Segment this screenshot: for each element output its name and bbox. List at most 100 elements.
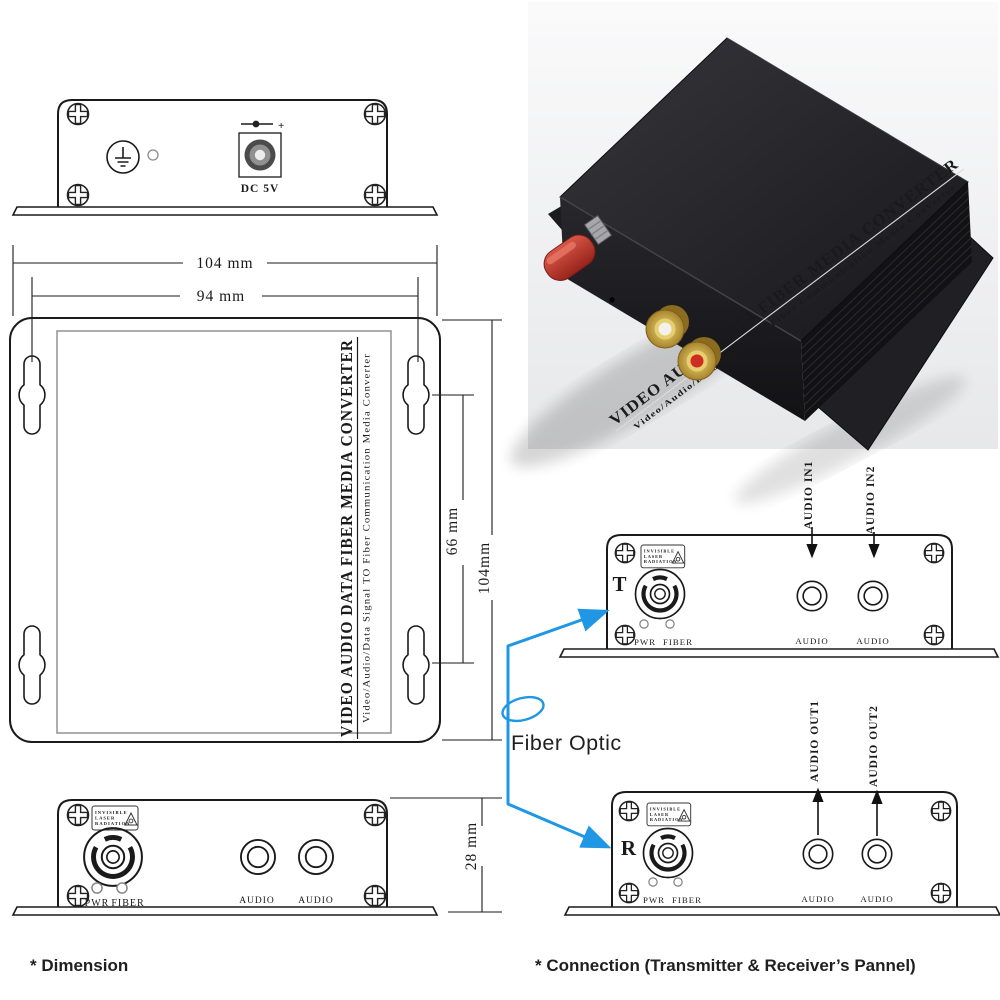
audio-jack-icon — [240, 839, 276, 875]
fiber-label: FIBER — [672, 895, 702, 905]
panel-outline — [606, 534, 953, 649]
body-outline — [56, 330, 392, 734]
dim-slot-height: 66 mm — [444, 507, 461, 556]
base-plate — [558, 648, 1000, 658]
chassis-outline — [9, 317, 441, 743]
audio-label: AUDIO — [860, 894, 893, 904]
rca-jack-photo-1 — [645, 305, 689, 349]
rear-panel-drawing: + DC 5V — [11, 99, 439, 216]
product-photo: VIDEO AUDIO DATA FIBER MEDIA CONVERTER V… — [510, 2, 998, 504]
base-plate — [563, 906, 1000, 916]
screw-icon — [363, 884, 387, 908]
polarity-plus: + — [278, 120, 285, 132]
photo-shadow-2 — [734, 376, 966, 504]
fiber-port-icon — [644, 829, 693, 878]
pwr-led — [91, 882, 103, 894]
pwr-label: PWR — [643, 895, 665, 905]
panel-outline — [57, 799, 388, 907]
pwr-label: PWR — [85, 898, 110, 909]
transmitter-tag: T — [612, 572, 627, 596]
fiber-optic-label: Fiber Optic — [511, 731, 622, 755]
audio-out1-label: AUDIO OUT1 — [809, 700, 821, 782]
product-subtitle: Video/Audio/Data Signal TO Fiber Communi… — [363, 353, 373, 723]
screw-icon — [923, 624, 945, 646]
fiber-dust-cap — [543, 234, 596, 281]
audio-label: AUDIO — [801, 894, 834, 904]
pwr-led — [648, 877, 658, 887]
fiber-label: FIBER — [111, 898, 144, 909]
audio-label: AUDIO — [298, 896, 334, 906]
audio-jack-icon — [298, 839, 334, 875]
panel-outline — [57, 99, 388, 207]
top-view-drawing: VIDEO AUDIO DATA FIBER MEDIA CONVERTER V… — [9, 317, 441, 743]
screw-icon — [930, 800, 952, 822]
laser-warning-label — [640, 544, 686, 569]
dim-outer-height: 104mm — [476, 542, 493, 594]
fiber-coil-icon — [501, 695, 545, 723]
base-plate — [11, 206, 439, 216]
dc-5v-label: DC 5V — [241, 183, 280, 195]
back-edge-highlight — [726, 37, 969, 183]
fiber-link-to-transmitter-arrow — [506, 608, 610, 700]
keyhole-slot — [402, 625, 430, 705]
dim-outer-width: 104 mm — [196, 255, 253, 272]
base-plate — [11, 906, 439, 916]
audio-in1-label: AUDIO IN1 — [803, 461, 815, 530]
extension-lines — [12, 245, 502, 913]
audio-jack-icon — [802, 838, 834, 870]
panel-outline — [611, 791, 958, 907]
screw-icon — [66, 183, 90, 207]
dim-slot-width: 94 mm — [197, 288, 246, 305]
indicator-hole — [147, 149, 159, 161]
fiber-label: FIBER — [663, 637, 693, 647]
keyhole-slot — [18, 625, 46, 705]
audio-label: AUDIO — [795, 636, 828, 646]
screw-icon — [66, 102, 90, 126]
audio-out2-label: AUDIO OUT2 — [868, 705, 880, 787]
audio-label: AUDIO — [856, 636, 889, 646]
laser-warning-label — [646, 802, 692, 827]
screw-icon — [614, 624, 636, 646]
ground-symbol-icon — [106, 140, 140, 174]
transmitter-panel-drawing: T PWR FIBER AUDIO AUDIO AUDIO IN1 AUDIO … — [558, 461, 1000, 658]
receiver-panel-drawing: R PWR FIBER AUDIO AUDIO AUDIO OUT1 AUDIO… — [563, 700, 1000, 916]
audio-jack-icon — [857, 580, 889, 612]
fiber-optic-link: Fiber Optic — [501, 608, 622, 849]
laser-warning-label — [91, 805, 139, 831]
fiber-link-to-receiver-arrow — [506, 700, 612, 849]
top-view-branding: VIDEO AUDIO DATA FIBER MEDIA CONVERTER V… — [337, 337, 373, 739]
pwr-label: PWR — [634, 637, 656, 647]
finned-side-face — [801, 182, 972, 421]
fiber-led — [116, 882, 128, 894]
audio-label: AUDIO — [239, 896, 275, 906]
fiber-port-icon — [636, 570, 685, 619]
screw-icon — [930, 882, 952, 904]
rca-jack-photo-2 — [677, 337, 721, 381]
fiber-port-icon — [84, 828, 142, 886]
screw-icon — [66, 803, 90, 827]
front-panel-drawing: PWR FIBER AUDIO AUDIO — [11, 799, 439, 916]
screw-icon — [363, 102, 387, 126]
dc-power-jack — [238, 132, 282, 178]
connection-caption: * Connection (Transmitter & Receiver’s P… — [535, 956, 916, 975]
dc-polarity-icon: + — [241, 120, 285, 132]
screw-icon — [923, 542, 945, 564]
audio-jack-icon — [861, 838, 893, 870]
dim-panel-height: 28 mm — [463, 822, 480, 871]
audio-in2-label: AUDIO IN2 — [865, 466, 877, 535]
dimension-lines — [13, 262, 493, 912]
panel-screw-hole — [609, 297, 615, 303]
fiber-connector-nut — [583, 214, 613, 246]
fiber-led — [673, 877, 683, 887]
audio-jack-icon — [796, 580, 828, 612]
dimension-caption: * Dimension — [30, 956, 128, 975]
keyhole-slot — [402, 355, 430, 435]
screw-icon — [618, 882, 640, 904]
receiver-tag: R — [621, 836, 637, 860]
product-title: VIDEO AUDIO DATA FIBER MEDIA CONVERTER — [337, 339, 356, 737]
screw-icon — [363, 183, 387, 207]
screw-icon — [614, 542, 636, 564]
screw-icon — [363, 803, 387, 827]
